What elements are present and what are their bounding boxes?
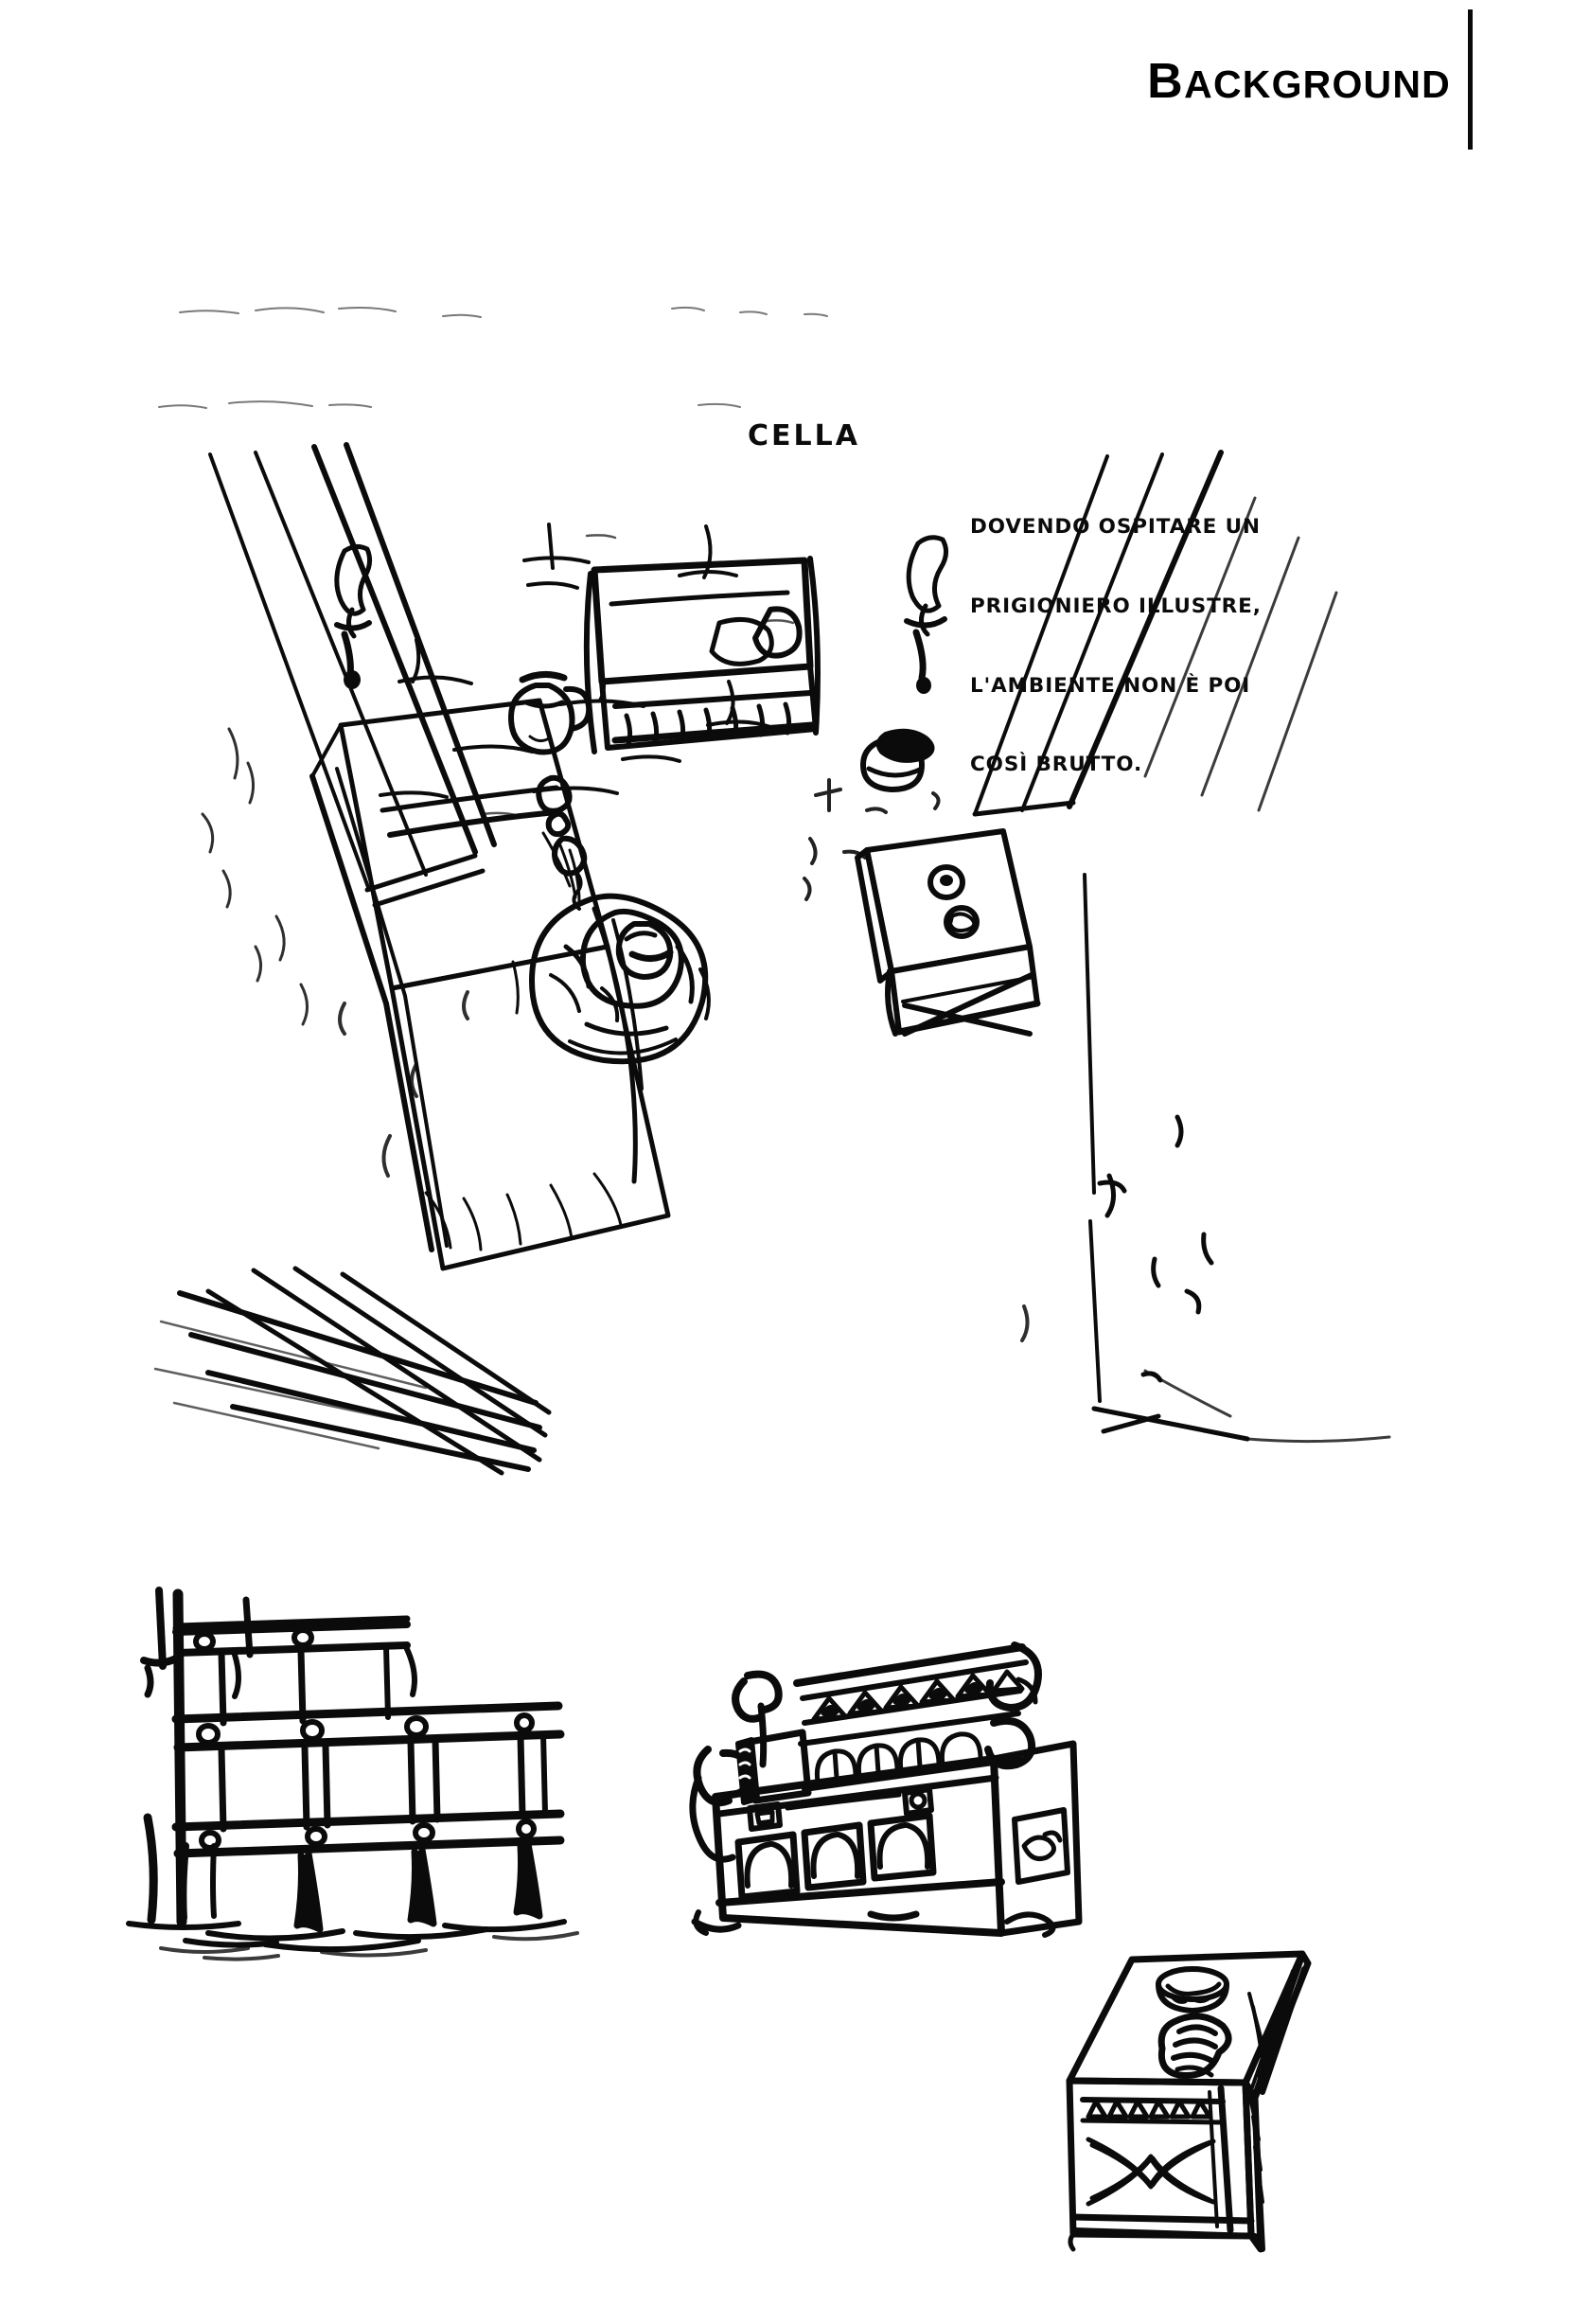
page-title-remainder: ACKGROUND bbox=[1184, 62, 1451, 106]
page-title: BACKGROUND bbox=[1147, 57, 1451, 106]
bed-shadow-hatching bbox=[153, 1266, 552, 1476]
chest-study-illustration bbox=[1066, 1950, 1312, 2253]
header-vertical-rule bbox=[1468, 9, 1473, 150]
seated-figure-glyph bbox=[529, 893, 711, 1065]
scene-label-cella: CELLA bbox=[748, 419, 860, 452]
cell-scene-illustration bbox=[153, 306, 1391, 1476]
carved-bench-study-illustration bbox=[689, 1641, 1083, 1938]
torch-right-glyph bbox=[904, 535, 948, 694]
cup-glyph bbox=[1156, 1966, 1229, 2014]
bowl-glyph bbox=[860, 728, 935, 792]
bread-loaf-glyph bbox=[1157, 2013, 1232, 2079]
torch-left-glyph bbox=[334, 543, 373, 689]
caption-line-4: COSÌ BRUTTO. bbox=[970, 753, 1143, 777]
bed-frame-study-illustration bbox=[126, 1587, 579, 1961]
bench-glyph bbox=[583, 556, 821, 754]
scene-caption: DOVENDO OSPITARE UN PRIGIONIERO ILLUSTRE… bbox=[970, 461, 1262, 805]
caption-line-2: PRIGIONIERO ILLUSTRE, bbox=[970, 594, 1262, 618]
chest-table-glyph bbox=[855, 828, 1041, 1037]
caption-line-3: L'AMBIENTE NON È POI bbox=[970, 673, 1251, 698]
page-header: BACKGROUND bbox=[0, 0, 1572, 161]
jug-glyph bbox=[508, 671, 592, 755]
page-title-initial: B bbox=[1147, 54, 1185, 109]
shackle-chain-glyph bbox=[536, 774, 588, 911]
bed-glyph bbox=[309, 698, 671, 1271]
caption-line-1: DOVENDO OSPITARE UN bbox=[970, 514, 1261, 539]
